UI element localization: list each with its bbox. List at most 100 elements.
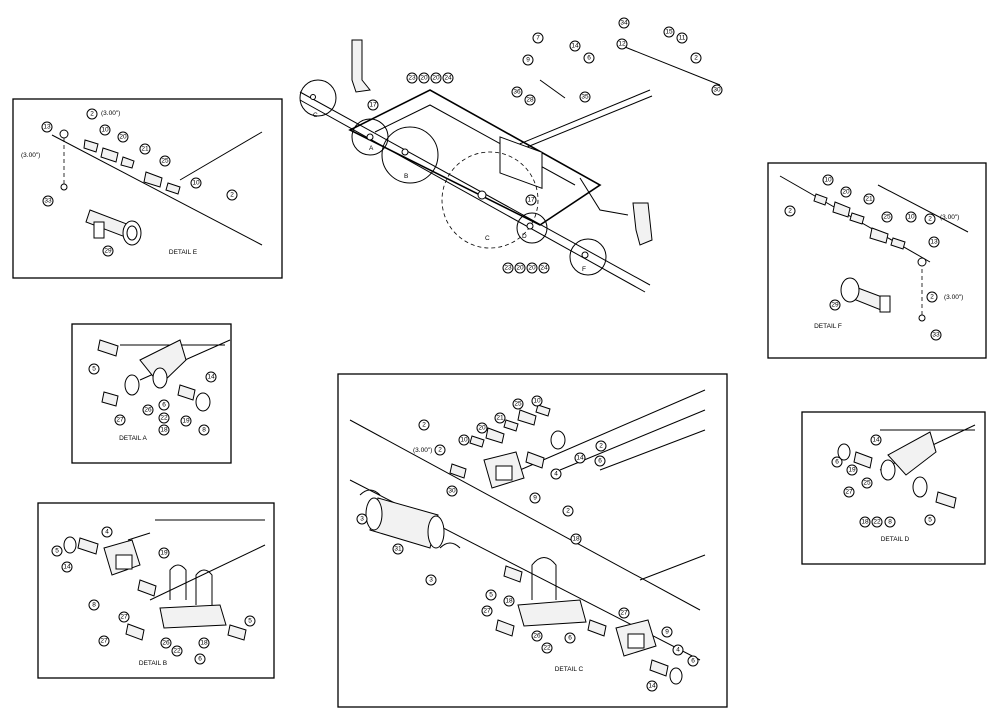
- balloon: 5: [485, 589, 497, 601]
- balloon: 20: [117, 131, 129, 143]
- balloon: 21: [139, 143, 151, 155]
- balloon: 2: [690, 52, 702, 64]
- svg-text:9: 9: [533, 495, 537, 502]
- svg-text:(3.00"): (3.00"): [101, 110, 120, 117]
- svg-text:27: 27: [120, 614, 128, 621]
- balloon: 28: [524, 94, 536, 106]
- balloon: 10: [99, 124, 111, 136]
- balloon: 20: [476, 422, 488, 434]
- svg-text:10: 10: [192, 180, 200, 187]
- balloon: 10: [531, 395, 543, 407]
- svg-text:9: 9: [665, 629, 669, 636]
- balloon: 6: [583, 52, 595, 64]
- balloon: 26: [531, 630, 543, 642]
- svg-text:25: 25: [883, 214, 891, 221]
- svg-text:18: 18: [572, 536, 580, 543]
- svg-text:14: 14: [648, 683, 656, 690]
- svg-text:6: 6: [835, 459, 839, 466]
- svg-text:2: 2: [788, 208, 792, 215]
- svg-text:20: 20: [420, 75, 428, 82]
- balloon: 29: [829, 299, 841, 311]
- balloon: 4: [672, 644, 684, 656]
- svg-text:19: 19: [182, 418, 190, 425]
- svg-text:28: 28: [526, 97, 534, 104]
- balloon: 6: [158, 399, 170, 411]
- balloon: 19: [180, 415, 192, 427]
- balloon: 2: [926, 291, 938, 303]
- balloon: 5: [51, 545, 63, 557]
- detail-e-caption: DETAIL E: [169, 249, 198, 256]
- svg-text:(3.00"): (3.00"): [21, 152, 40, 159]
- balloon: 33: [42, 195, 54, 207]
- svg-text:18: 18: [160, 427, 168, 434]
- svg-text:22: 22: [543, 645, 551, 652]
- balloon: 26: [160, 637, 172, 649]
- balloon: 34: [618, 17, 630, 29]
- svg-text:6: 6: [598, 458, 602, 465]
- svg-text:4: 4: [105, 529, 109, 536]
- svg-text:27: 27: [100, 638, 108, 645]
- svg-text:31: 31: [394, 546, 402, 553]
- balloon: 8: [198, 424, 210, 436]
- svg-text:15: 15: [665, 29, 673, 36]
- balloon: 10: [190, 177, 202, 189]
- balloon: 9: [529, 492, 541, 504]
- svg-text:23: 23: [504, 265, 512, 272]
- svg-text:20: 20: [432, 75, 440, 82]
- balloon: 36: [511, 86, 523, 98]
- svg-text:(3.00"): (3.00"): [940, 214, 959, 221]
- svg-text:27: 27: [116, 417, 124, 424]
- balloon: 2: [784, 205, 796, 217]
- svg-text:C: C: [313, 112, 318, 119]
- svg-text:6: 6: [691, 658, 695, 665]
- svg-text:10: 10: [907, 214, 915, 221]
- svg-text:33: 33: [932, 332, 940, 339]
- balloon: 18: [198, 637, 210, 649]
- balloon: 30: [446, 485, 458, 497]
- svg-text:8: 8: [888, 519, 892, 526]
- balloon: 20: [526, 262, 538, 274]
- svg-text:17: 17: [369, 102, 377, 109]
- balloon: 5: [924, 514, 936, 526]
- balloon: 14: [205, 371, 217, 383]
- svg-text:3: 3: [429, 577, 433, 584]
- svg-text:22: 22: [873, 519, 881, 526]
- balloon: 2: [86, 108, 98, 120]
- balloon: 8: [88, 599, 100, 611]
- balloon: 23: [406, 72, 418, 84]
- balloon: 25: [512, 398, 524, 410]
- detail-f-caption: DETAIL F: [814, 323, 842, 330]
- svg-text:29: 29: [104, 248, 112, 255]
- svg-text:18: 18: [200, 640, 208, 647]
- balloon: 21: [494, 412, 506, 424]
- balloon: 14: [574, 452, 586, 464]
- svg-text:25: 25: [863, 480, 871, 487]
- detail-c-panel: (3.00") 2 2 10 20 21 25 10 2 4 14 6 30 9…: [337, 373, 728, 708]
- svg-text:A: A: [369, 145, 374, 152]
- svg-text:14: 14: [207, 374, 215, 381]
- balloon: 20: [514, 262, 526, 274]
- balloon: 9: [661, 626, 673, 638]
- balloon: 23: [502, 262, 514, 274]
- svg-text:3: 3: [360, 516, 364, 523]
- balloon: 25: [881, 211, 893, 223]
- svg-text:2: 2: [930, 294, 934, 301]
- balloon: 3: [356, 513, 368, 525]
- balloon: 21: [863, 193, 875, 205]
- balloon: 35: [579, 91, 591, 103]
- balloon: 24: [442, 72, 454, 84]
- svg-text:18: 18: [861, 519, 869, 526]
- balloon: 5: [244, 615, 256, 627]
- balloon: 20: [430, 72, 442, 84]
- svg-text:2: 2: [566, 508, 570, 515]
- svg-text:2: 2: [90, 111, 94, 118]
- balloon: 6: [831, 456, 843, 468]
- balloon: 27: [118, 611, 130, 623]
- svg-text:8: 8: [202, 427, 206, 434]
- svg-text:(3.00"): (3.00"): [944, 294, 963, 301]
- svg-text:2: 2: [599, 443, 603, 450]
- balloon: 13: [928, 236, 940, 248]
- balloon: 19: [846, 464, 858, 476]
- svg-text:8: 8: [92, 602, 96, 609]
- svg-text:14: 14: [571, 43, 579, 50]
